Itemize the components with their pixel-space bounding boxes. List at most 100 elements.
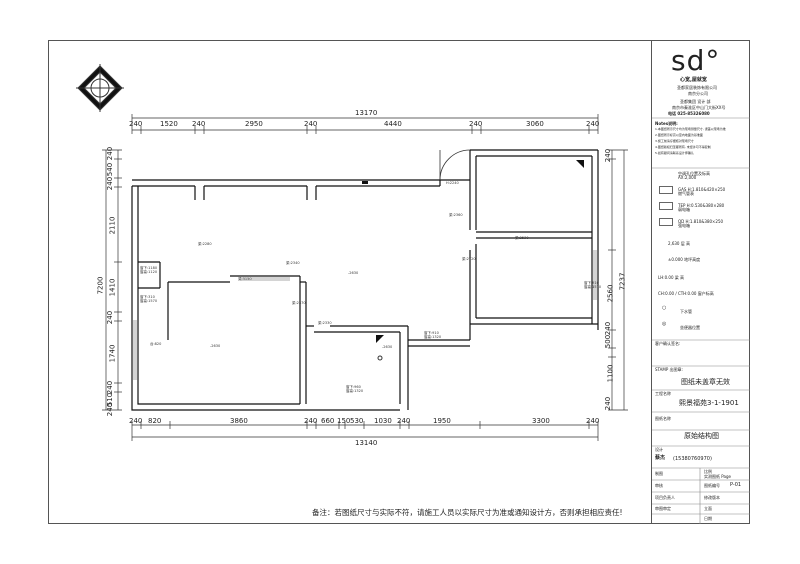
left-dim-2: 540 — [106, 162, 115, 177]
right-dim-6: 240 — [604, 396, 613, 411]
no-stamp-warning: 图纸未盖章无效 — [681, 378, 730, 386]
label-beam-2280: 梁:2280 — [198, 242, 212, 246]
left-dim-3: 240 — [106, 176, 115, 191]
label-level-b: -2630 — [210, 344, 221, 348]
left-dim-5: 1410 — [108, 278, 117, 297]
label-beam-2720: 梁:2720 — [462, 257, 476, 261]
legend-aircon: 空调孔位置及标高 AX:2,000 — [678, 171, 710, 180]
bottom-dim-8: 1030 — [374, 417, 392, 425]
bottom-dim-11: 3300 — [532, 417, 550, 425]
stamp-label: STAMP 出图章: — [655, 367, 683, 372]
left-dim-6: 240 — [106, 310, 115, 325]
bottom-dim-9: 240 — [397, 417, 411, 425]
company-address: 南京市秦淮区中山门大街XX号 — [672, 105, 726, 110]
compass-icon — [76, 64, 124, 112]
notes-line-5: 5.如有疑问请联系设计师确认 — [655, 151, 694, 155]
top-dim-5: 240 — [304, 120, 318, 128]
scale-label: 比例 — [704, 469, 712, 474]
bottom-dimension-lines — [131, 421, 599, 441]
bottom-dim-7: 530 — [350, 417, 364, 425]
project-label: 工程名称 — [655, 391, 671, 396]
legend-floor: ±0.000 地坪高度 — [668, 257, 701, 262]
company-name: 圣都家居装饰有限公司 — [677, 85, 717, 90]
right-dim-2: 2560 — [606, 284, 615, 303]
notes-title: Notes说明: — [655, 121, 678, 126]
right-total-dim: 7237 — [618, 272, 627, 291]
top-total-dim: 13170 — [355, 109, 378, 117]
elec-box-icon — [659, 202, 673, 210]
legend-toilet: 坐便器位置 — [680, 325, 700, 330]
top-dim-8: 3060 — [526, 120, 544, 128]
label-beam-2370: 梁:2370 — [292, 301, 306, 305]
drawing-label: 图纸名称 — [655, 416, 671, 421]
left-dim-10: 240 — [106, 402, 115, 417]
label-level-c: -2630 — [382, 345, 393, 349]
bottom-dim-6: 150 — [337, 417, 351, 425]
designer-phone: (15380760970) — [673, 456, 712, 462]
drawing-name: 原始结构图 — [684, 432, 719, 440]
label-window-bottom: 窗下:960 窗高:1320 — [346, 385, 364, 393]
fixture-marks — [362, 160, 584, 361]
sheet-no-label: 图纸编号 — [704, 483, 720, 488]
drawn-label: 制图 — [655, 471, 663, 476]
title-block-grid — [651, 117, 750, 524]
top-dim-9: 240 — [586, 120, 600, 128]
bottom-dim-4: 240 — [304, 417, 318, 425]
brand-logo: sd° — [671, 44, 721, 77]
legend-gas: GAS H:1.810&420×250 燃气管表 — [678, 187, 726, 196]
label-sill: 梁:2330 — [318, 321, 332, 325]
right-dim-1: 240 — [604, 148, 613, 163]
brand-slogan: 心宽,屋就宽 — [680, 77, 707, 83]
title-block — [651, 40, 750, 524]
left-dimension-lines — [102, 149, 122, 411]
right-dim-3: 1100 — [606, 364, 615, 383]
label-window-right: 窗下:910 窗高:1570 — [584, 281, 602, 289]
legend-drain: 下水管 — [680, 309, 692, 314]
bottom-total-dim: 13140 — [355, 439, 378, 447]
bottom-dim-1: 240 — [129, 417, 143, 425]
revision-label: 修改版本 — [704, 495, 720, 500]
bottom-dim-5: 660 — [321, 417, 335, 425]
label-kitchen-height: H:2240 — [446, 181, 459, 185]
label-window-left-upper: 窗下:1180 窗高:1120 — [140, 266, 158, 274]
notes-line-2: 2.图纸所示标高以室内地面为基准面 — [655, 133, 703, 137]
footer-note: 备注：若图纸尺寸与实际不符，请施工人员以实际尺寸为准或通知设计方，否则承担相应责… — [312, 508, 623, 517]
top-dim-3: 240 — [192, 120, 206, 128]
legend-weak-box: TEP H:0.530&380×280 弱电箱 — [678, 203, 725, 212]
notes-line-3: 3.施工前请仔细核对现场尺寸 — [655, 139, 694, 143]
version-value: 立面 — [704, 506, 712, 511]
designer-label: 设计 — [655, 447, 663, 452]
walls — [131, 149, 599, 411]
company-phone: 电话 025-85326080 — [668, 111, 710, 116]
top-dim-6: 4440 — [384, 120, 402, 128]
gas-icon — [659, 186, 673, 194]
sheet-no: P-01 — [730, 482, 742, 488]
client-confirm-label: 客户确认签名: — [655, 341, 681, 346]
notes-line-4: 4.图纸版权归圣都所有, 未经许可不得复制 — [655, 145, 711, 149]
label-beam-3150: 梁:3150 — [238, 277, 252, 281]
label-beam-2530: 梁:2530 — [515, 236, 529, 240]
right-dim-4: 500 — [604, 334, 613, 349]
left-dim-1: 240 — [106, 146, 115, 161]
approval-label: 审图审定 — [655, 506, 671, 511]
legend-ceiling: 2,630 层 高 — [668, 241, 690, 246]
label-beam-2340: 梁:2340 — [286, 261, 300, 265]
right-dimension-lines — [608, 149, 628, 411]
column-icon: ◎ — [662, 321, 667, 327]
review-label: 审核 — [655, 483, 663, 488]
dist-box-icon — [659, 218, 673, 226]
notes-line-1: 1.本图纸所示尺寸均为现场测量尺寸, 误差以现场为准 — [655, 127, 726, 131]
top-dim-7: 240 — [469, 120, 483, 128]
legend-beam: LH:0.00 梁 高 — [658, 275, 685, 280]
design-dept: 圣都集团 设计 部 — [680, 99, 711, 104]
label-window-left-mid: 窗下:310 窗高:1570 — [140, 295, 158, 303]
legend-strong-box: QD H:1.810&380×250 强电箱 — [678, 219, 724, 228]
label-window-bottom-mid: 窗下:910 窗高:1320 — [424, 331, 442, 339]
scale-value: 实测图纸 Page — [704, 474, 731, 479]
right-dim-5: 240 — [604, 321, 613, 336]
door-swing — [439, 149, 471, 181]
date-label: 日期 — [704, 516, 712, 521]
project-name: 熙景福苑3-1-1901 — [679, 399, 739, 407]
label-beam-2360: 梁:2360 — [449, 213, 463, 217]
